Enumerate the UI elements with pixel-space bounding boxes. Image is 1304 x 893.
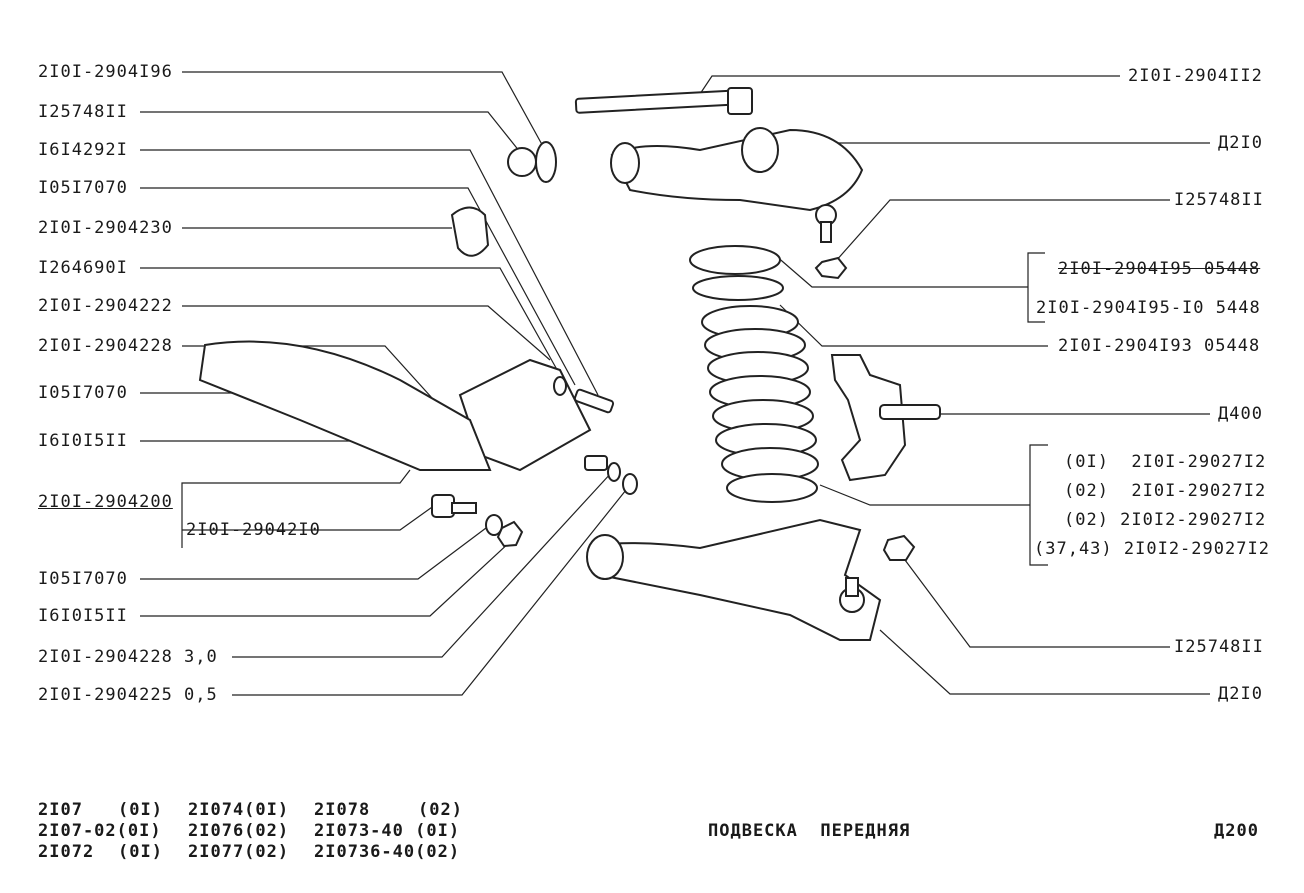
part-label: 2I0I-2904222	[38, 296, 173, 316]
nut	[496, 520, 524, 548]
leader-line	[695, 75, 1120, 101]
part-label: 2I0I-2904230	[38, 218, 173, 238]
leader-line	[232, 471, 613, 658]
arm-bushing	[741, 127, 779, 173]
part-label: 2I0I-2904I93 05448	[1058, 336, 1261, 356]
part-label: I6I0I5II	[38, 606, 128, 626]
leader-line	[879, 629, 1210, 695]
lower-control-arm	[593, 518, 882, 641]
part-label: I6I0I5II	[38, 431, 128, 451]
spring-seat	[692, 275, 784, 301]
model-code: 2I073-40 (0I)	[314, 821, 461, 841]
leader-line	[182, 71, 546, 151]
model-code: 2I0736-40(02)	[314, 842, 461, 862]
leader-line	[232, 484, 631, 696]
model-code: 2I077(02)	[188, 842, 290, 862]
group-bracket	[1029, 444, 1048, 566]
nut	[507, 147, 537, 177]
washer	[535, 141, 557, 183]
washer	[485, 514, 503, 536]
part-label: 2I0I-2904I96	[38, 62, 173, 82]
leader-line	[819, 484, 1030, 506]
part-label: Д400	[1218, 404, 1263, 424]
part-label: 2I0I-2904II2	[1128, 66, 1263, 86]
leader-line	[182, 305, 551, 361]
leader-line	[140, 111, 521, 153]
part-label: I25748II	[1174, 637, 1264, 657]
part-label: I6I4292I	[38, 140, 128, 160]
part-label: 2I0I-2904I95 05448	[1058, 259, 1261, 279]
part-label: (02) 2I0I-29027I2	[1064, 481, 1267, 501]
front-crossmember	[198, 340, 492, 471]
coil-spring-turn	[726, 473, 818, 503]
nut	[882, 534, 916, 561]
ball-joint-stud	[845, 577, 859, 597]
model-code: 2I072	[38, 842, 95, 862]
stub-axle	[879, 404, 941, 420]
washer	[553, 376, 567, 396]
bolt-head	[727, 87, 753, 115]
arm-bushing	[610, 142, 640, 184]
part-label: Д2I0	[1218, 684, 1263, 704]
nut	[814, 256, 848, 280]
ball-joint-stud	[820, 221, 832, 243]
part-label: 2I0I-2904I95-I0 5448	[1036, 298, 1261, 318]
leader-line	[140, 524, 491, 580]
bump-stop	[450, 206, 490, 257]
leader-line	[140, 187, 576, 386]
washer	[622, 473, 638, 495]
model-variant: (0I)	[118, 842, 163, 862]
leader-line	[140, 149, 599, 396]
part-label: I05I7070	[38, 569, 128, 589]
part-label: I05I7070	[38, 383, 128, 403]
part-label: (02) 2I0I2-29027I2	[1064, 510, 1267, 530]
part-label: 2I0I-2904228 3,0	[38, 647, 218, 667]
group-bracket	[181, 469, 411, 548]
arm-bushing	[586, 534, 624, 580]
model-code: 2I074(0I)	[188, 800, 290, 820]
part-label: Д2I0	[1218, 133, 1263, 153]
model-code: 2I07-02(0I)	[38, 821, 162, 841]
leader-line	[834, 199, 1170, 263]
model-code: 2I076(02)	[188, 821, 290, 841]
model-variant: (0I)	[118, 800, 163, 820]
upper-control-arm	[610, 128, 864, 212]
eccentric-bolt-shank	[451, 502, 477, 514]
part-label: (0I) 2I0I-29027I2	[1064, 452, 1267, 472]
part-label: (37,43) 2I0I2-29027I2	[1034, 539, 1270, 559]
stud	[584, 455, 608, 471]
leader-line	[140, 267, 561, 376]
part-label: 2I0I-29042I0	[186, 520, 321, 540]
page-title: ПОДВЕСКА ПЕРЕДНЯЯ	[708, 821, 911, 841]
group-bracket	[1027, 252, 1045, 323]
leader-line	[904, 559, 1170, 648]
assembly-label: 2I0I-2904200	[38, 492, 173, 512]
washer	[607, 462, 621, 482]
model-variant: (02)	[418, 800, 463, 820]
steering-knuckle	[830, 354, 907, 482]
leader-line	[140, 539, 513, 617]
long-bolt	[574, 89, 738, 114]
leader-line	[779, 304, 1048, 347]
bolt	[573, 388, 615, 414]
model-code: 2I078	[314, 800, 371, 820]
leader-line	[774, 254, 1028, 288]
part-label: I25748II	[38, 102, 128, 122]
part-label: I05I7070	[38, 178, 128, 198]
part-label: I264690I	[38, 258, 128, 278]
leader-line	[182, 504, 436, 531]
spring-insulator	[689, 245, 781, 275]
model-code: 2I07	[38, 800, 83, 820]
page-code: Д200	[1214, 821, 1259, 841]
part-label: 2I0I-2904228	[38, 336, 173, 356]
part-label: I25748II	[1174, 190, 1264, 210]
eccentric-bolt	[431, 494, 455, 518]
part-label: 2I0I-2904225 0,5	[38, 685, 218, 705]
